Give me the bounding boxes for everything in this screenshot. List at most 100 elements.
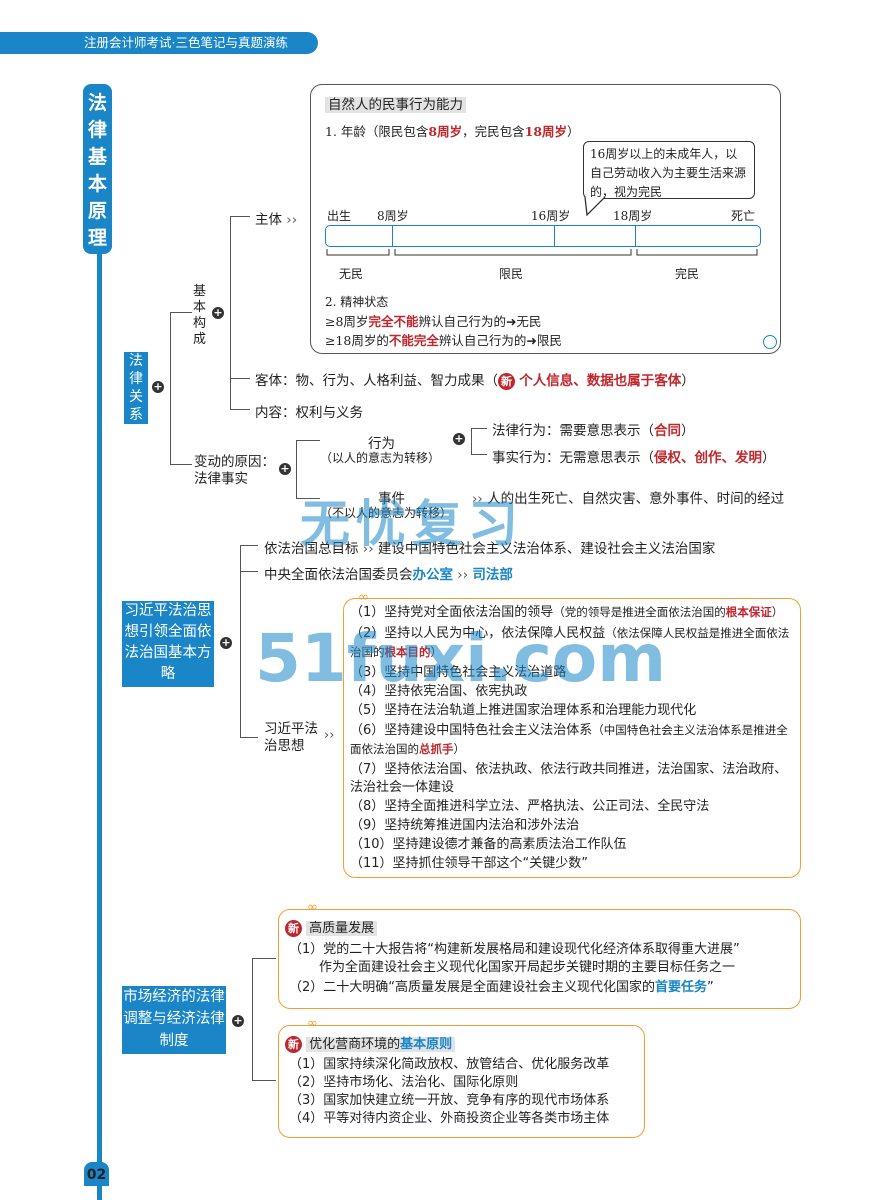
act-note: （以人的意志为转移）	[320, 449, 440, 466]
text: 办公室	[412, 567, 454, 583]
text: 依法治国总目标	[264, 541, 359, 557]
list-item: （3）国家加快建立统一开放、竞争有序的现代市场体系	[289, 1093, 610, 1108]
capacity-title: 自然人的民事行为能力	[325, 93, 466, 113]
basic-composition-label: 基本构成	[193, 284, 207, 348]
tree-line	[252, 1080, 276, 1081]
text: 自然人的民事行为能力	[325, 97, 466, 113]
tree-line	[252, 958, 276, 959]
text: 坚持党对全面依法治国的领导	[384, 605, 554, 620]
text: 18周岁	[613, 209, 653, 223]
tree-line	[296, 440, 297, 498]
title-char: 本	[87, 173, 107, 195]
tick	[392, 226, 393, 246]
content-line: 内容：权利与义务	[255, 401, 363, 421]
double-chevron-icon: ››	[457, 567, 469, 583]
tl-16: 16周岁	[531, 207, 570, 224]
section-label-text: 习近平法治思想引领全面依法治国基本方略	[124, 603, 212, 682]
tl-wumin: 无民	[339, 265, 363, 282]
text: 16周岁以上的未成年人，以自己劳动收入为主要生活来源的，视为完民	[590, 147, 747, 199]
callout-note: 16周岁以上的未成年人，以自己劳动收入为主要生活来源的，视为完民	[583, 141, 755, 199]
tree-line	[170, 312, 171, 464]
text: 法律行为：需要意思表示（	[492, 423, 654, 439]
text: （中国特色社会主义法治体系是推进全面依法治国的	[350, 723, 788, 756]
thought-item: （1）坚持党对全面依法治国的领导（党的领导是推进全面依法治国的根本保证）	[350, 603, 794, 622]
thought-item: （10）坚持建设德才兼备的高素质法治工作队伍	[350, 836, 794, 854]
corner-mark-icon	[763, 335, 777, 349]
plus-icon: +	[212, 306, 224, 319]
text: 辨认自己行为的➜无民	[418, 314, 542, 329]
tree-line	[230, 216, 231, 409]
thought-item: （5）坚持在法治轨道上推进国家治理体系和治理能力现代化	[350, 702, 794, 720]
mental-title: 2. 精神状态	[325, 293, 388, 310]
text: 坚持建设中国特色社会主义法治体系	[384, 723, 593, 738]
paperclip-icon: ∞	[358, 590, 369, 605]
double-chevron-icon: ››	[324, 728, 335, 743]
text: 完全不能	[368, 314, 419, 329]
text: 坚持抓住领导干部这个“关键少数”	[392, 856, 589, 871]
double-chevron-icon: ››	[362, 541, 374, 557]
text: 坚持以人民为中心，依法保障人民权益	[384, 626, 606, 641]
list-item: （2）坚持市场化、法治化、国际化原则	[289, 1075, 519, 1090]
tree-line	[230, 378, 250, 379]
text: 基本构成	[193, 284, 207, 347]
capacity-box: 自然人的民事行为能力 1. 年龄（限民包含8周岁，完民包含18周岁） 16周岁以…	[310, 84, 781, 354]
object-line: 客体：物、行为、人格利益、智力成果（新 个人信息、数据也属于客体）	[255, 369, 695, 390]
tree-line	[230, 409, 250, 410]
text: 客体：物、行为、人格利益、智力成果（	[255, 373, 498, 389]
tl-birth: 出生	[327, 207, 351, 224]
text: 1. 年龄（限民包含	[325, 124, 429, 139]
text: 限民	[499, 267, 524, 281]
header-title: 注册会计师考试·三色笔记与真题演练	[84, 35, 288, 50]
tree-line	[471, 454, 487, 455]
text: （4）	[350, 684, 385, 699]
section-label-text: 市场经济的法律调整与经济法律制度	[123, 989, 225, 1049]
tree-line	[240, 737, 258, 738]
text: 建设中国特色社会主义法治体系、建设社会主义法治国家	[377, 541, 716, 557]
text: （6）	[350, 723, 385, 738]
thought-label: 习近平法治思想	[264, 721, 322, 755]
text: 根本目的	[384, 645, 431, 659]
header-bar: 注册会计师考试·三色笔记与真题演练	[0, 32, 318, 54]
tick	[635, 226, 636, 246]
text: 不能完全	[388, 333, 439, 348]
text: 首要任务	[655, 980, 708, 995]
text: ）	[681, 373, 695, 389]
double-chevron-icon: ››	[286, 212, 298, 228]
text: 行为	[368, 436, 395, 452]
business-environment-box: 新 优化营商环境的基本原则 （1）国家持续深化简政放权、放管结合、优化服务改革 …	[278, 1025, 645, 1138]
text: 习近平法治思想	[264, 721, 318, 754]
text: （10）	[350, 837, 393, 852]
text: （9）	[350, 818, 385, 833]
title-char: 基	[87, 146, 107, 168]
event-desc: ›› 人的出生死亡、自然灾害、意外事件、时间的经过	[472, 487, 784, 507]
text: ”	[707, 980, 714, 995]
list-item: （4）平等对待内资企业、外商投资企业等各类市场主体	[289, 1111, 610, 1126]
text: ）	[762, 450, 776, 466]
text: 8周岁	[428, 124, 463, 139]
text: 个人信息、数据也属于客体	[519, 373, 682, 389]
title-char: 原	[87, 200, 107, 222]
text: 16周岁	[531, 209, 571, 223]
thought-item: （6）坚持建设中国特色社会主义法治体系（中国特色社会主义法治体系是推进全面依法治…	[350, 721, 794, 759]
quality-development-box: 新 高质量发展 （1）党的二十大报告将“构建新发展格局和建设现代化经济体系取得重…	[278, 909, 801, 1009]
text: 合同	[654, 423, 681, 439]
mental-line1: ≥8周岁完全不能辨认自己行为的➜无民	[325, 311, 541, 330]
list-item: （1）国家持续深化简政放权、放管结合、优化服务改革	[289, 1057, 610, 1072]
text: ）	[771, 605, 784, 619]
plus-icon: +	[279, 462, 291, 475]
section-market-economy-label: 市场经济的法律调整与经济法律制度	[122, 986, 226, 1054]
tl-wanmin: 完民	[675, 265, 699, 282]
text: 事件	[378, 491, 405, 507]
text: 坚持建设德才兼备的高素质法治工作队伍	[392, 837, 627, 852]
text: （7）	[350, 762, 385, 777]
text: 坚持统筹推进国内法治和涉外法治	[384, 818, 580, 833]
page-number: 02	[84, 1162, 109, 1186]
legal-act: 法律行为：需要意思表示（合同）	[492, 419, 695, 439]
watermark-text: 无忧复习	[300, 484, 524, 556]
mental-line2: ≥18周岁的不能完全辨认自己行为的➜限民	[325, 330, 562, 349]
text: （党的领导是推进全面依法治国的	[553, 605, 726, 619]
text: 8周岁	[377, 209, 409, 223]
box1-title: 新 高质量发展	[285, 920, 378, 938]
text: （2）	[350, 626, 385, 641]
plus-icon: +	[152, 380, 164, 393]
